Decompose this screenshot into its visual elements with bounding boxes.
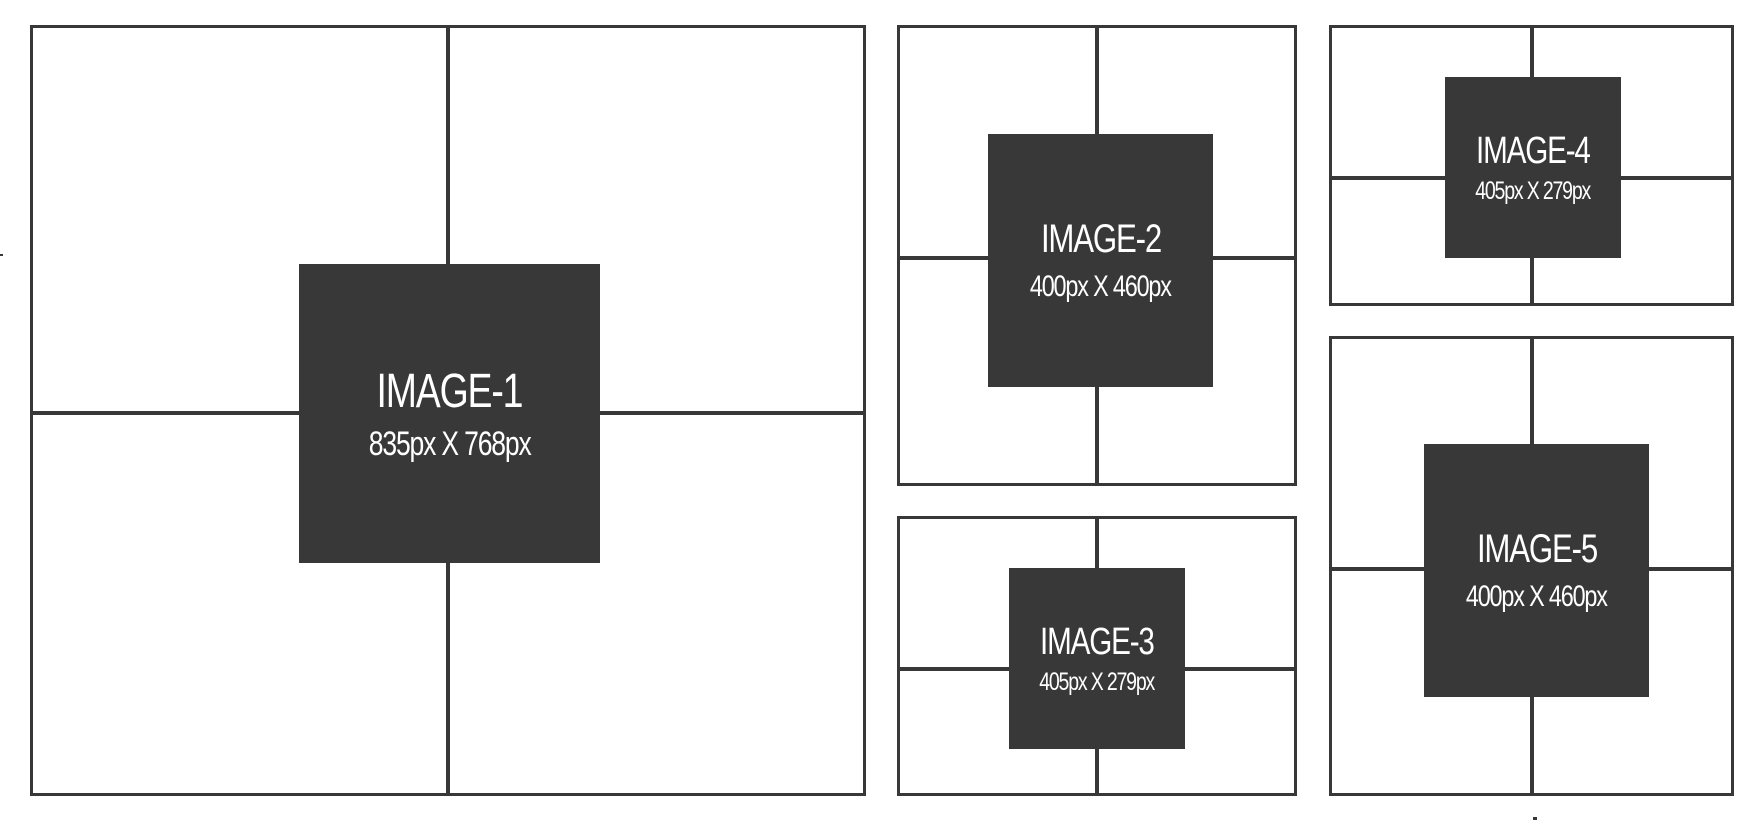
image-slot-1: IMAGE-1 835px X 768px [30, 25, 866, 796]
image-title: IMAGE-1 [376, 364, 524, 418]
image-slot-3: IMAGE-3 405px X 279px [897, 516, 1297, 796]
image-slot-2: IMAGE-2 400px X 460px [897, 25, 1297, 486]
image-dimensions: 405px X 279px [1039, 667, 1156, 696]
image-dimensions: 405px X 279px [1475, 176, 1592, 205]
image-placeholder-1: IMAGE-1 835px X 768px [299, 264, 600, 563]
image-title: IMAGE-4 [1476, 129, 1591, 172]
image-placeholder-4: IMAGE-4 405px X 279px [1445, 77, 1621, 258]
image-dimensions: 400px X 460px [1030, 270, 1172, 303]
image-slot-5: IMAGE-5 400px X 460px [1329, 336, 1734, 796]
edge-tick-left [0, 254, 3, 256]
image-placeholder-3: IMAGE-3 405px X 279px [1009, 568, 1185, 749]
image-slot-4: IMAGE-4 405px X 279px [1329, 25, 1734, 306]
image-placeholder-2: IMAGE-2 400px X 460px [988, 134, 1213, 387]
image-title: IMAGE-3 [1040, 620, 1155, 663]
image-title: IMAGE-5 [1476, 527, 1597, 571]
edge-tick-bottom [1533, 817, 1537, 820]
image-dimensions: 835px X 768px [368, 424, 532, 463]
image-dimensions: 400px X 460px [1466, 580, 1608, 613]
image-title: IMAGE-2 [1040, 217, 1161, 261]
image-placeholder-5: IMAGE-5 400px X 460px [1424, 444, 1649, 697]
